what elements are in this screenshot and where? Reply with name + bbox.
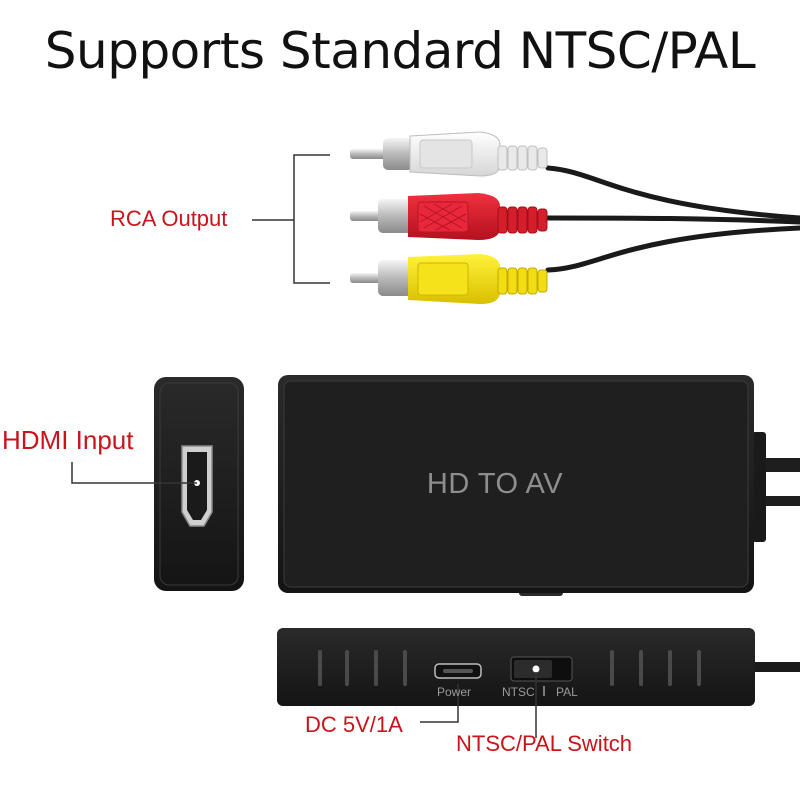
hdmi-leader-line [71, 462, 197, 484]
hdmi-input-label: HDMI Input [2, 425, 134, 455]
device-top-text: HD TO AV [426, 468, 564, 500]
rca-bracket [252, 154, 330, 284]
rca-output-label: RCA Output [110, 206, 228, 231]
rca-cables [545, 165, 800, 273]
ntsc-pal-switch-label: NTSC/PAL Switch [456, 731, 633, 756]
rca-plug-red [350, 193, 548, 240]
power-port [434, 663, 482, 679]
device-top-body [278, 375, 800, 596]
power-port-label: Power [437, 685, 472, 699]
switch-pal-label: PAL [556, 685, 578, 699]
page-title: Supports Standard NTSC/PAL [44, 22, 756, 80]
ntsc-pal-switch [510, 656, 573, 696]
switch-ntsc-label: NTSC [502, 685, 535, 699]
dc-leader-line [420, 684, 459, 723]
dc-power-label: DC 5V/1A [305, 712, 403, 737]
hdmi-port [181, 445, 213, 527]
rca-plug-yellow [350, 254, 548, 304]
rca-plug-white [350, 131, 548, 177]
